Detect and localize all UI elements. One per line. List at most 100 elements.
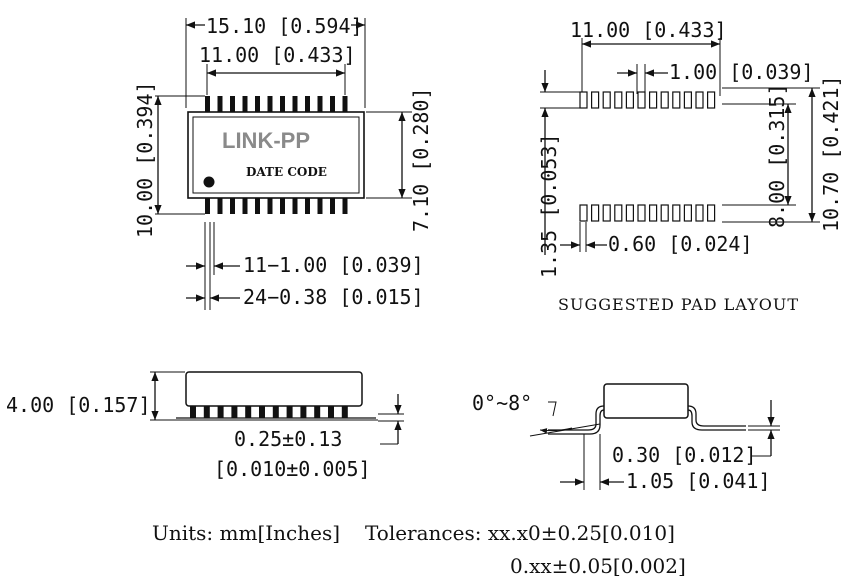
bottom-pin	[317, 198, 323, 214]
pad-width-label: 0.60 [0.024]	[608, 232, 753, 256]
top-pad	[602, 91, 611, 109]
body-width-label: 7.10 [0.280]	[409, 88, 433, 233]
side-pin	[190, 406, 196, 418]
top-pin	[255, 96, 260, 112]
bottom-pad	[637, 204, 646, 222]
bottom-pad	[672, 204, 681, 222]
bottom-pad	[706, 204, 716, 222]
bottom-pin	[205, 198, 210, 214]
lead-width-label: 24−0.38 [0.015]	[243, 285, 424, 309]
bottom-pin	[242, 198, 248, 214]
side-pin	[259, 406, 265, 418]
side-view: 4.00 [0.157] 0.25±0.13 [0.010±0.005]	[6, 371, 404, 481]
inner-spacing-label: 8.00 [0.315]	[765, 84, 789, 229]
side-pin	[341, 406, 348, 418]
pad-pitch-label: 1.00 [0.039]	[669, 60, 814, 84]
bottom-pin	[217, 198, 223, 214]
tolerance-note-1: Tolerances: xx.x0±0.25[0.010]	[365, 521, 675, 545]
bottom-pin	[292, 198, 298, 214]
top-pin	[267, 96, 273, 112]
bottom-pad-row	[579, 204, 716, 222]
bottom-pad	[579, 204, 588, 222]
foot-length-label: 1.05 [0.041]	[626, 469, 771, 493]
top-pad	[637, 91, 646, 109]
top-view: 15.10 [0.594] 11.00 [0.433] LINK-PP DATE…	[133, 14, 433, 310]
standoff-inch-label: [0.010±0.005]	[214, 457, 371, 481]
notes: Units: mm[Inches] Tolerances: xx.x0±0.25…	[152, 521, 686, 578]
side-pin	[314, 406, 321, 418]
top-pad	[695, 91, 704, 109]
top-pad-row	[579, 91, 716, 109]
bottom-pad	[614, 204, 623, 222]
bottom-pad	[660, 204, 669, 222]
brand-marking: LINK-PP	[222, 128, 310, 153]
top-pin	[242, 96, 248, 112]
top-pad	[590, 91, 600, 109]
outer-spacing-label: 10.70 [0.421]	[819, 75, 843, 232]
bottom-pin	[255, 198, 260, 214]
units-note: Units: mm[Inches]	[152, 521, 340, 545]
pad-layout-view: 11.00 [0.433] 1.00 [0.039] 1.35 [0.053] …	[537, 18, 843, 314]
top-pad	[648, 91, 658, 109]
top-pad	[625, 91, 635, 109]
side-body	[185, 371, 363, 407]
bottom-pad	[695, 204, 704, 222]
pin-span-label: 11.00 [0.433]	[199, 43, 356, 67]
height-label: 4.00 [0.157]	[6, 393, 151, 417]
date-code-marking: DATE CODE	[246, 165, 327, 179]
bottom-pad	[683, 204, 693, 222]
bottom-pin	[305, 198, 310, 214]
overall-width-label: 10.00 [0.394]	[133, 81, 157, 238]
tolerance-note-2: 0.xx±0.05[0.002]	[510, 554, 686, 578]
side-pin	[286, 406, 293, 418]
side-pin	[217, 406, 224, 418]
end-view: 0°~8° 0.30 [0.012] 1.05 [0.041]	[472, 383, 780, 493]
top-pin	[205, 96, 210, 112]
bottom-pin	[342, 198, 348, 214]
bottom-pad	[625, 204, 635, 222]
top-pin	[217, 96, 223, 112]
top-pin	[317, 96, 323, 112]
bottom-pin	[280, 198, 285, 214]
overall-length-label: 15.10 [0.594]	[206, 14, 363, 38]
pad-length-label: 1.35 [0.053]	[537, 134, 561, 279]
pad-layout-caption: SUGGESTED PAD LAYOUT	[558, 295, 799, 314]
bottom-pad	[648, 204, 658, 222]
top-pin-row	[205, 96, 348, 112]
package-body-outer	[187, 111, 365, 199]
pin1-indicator-dot	[203, 176, 215, 188]
side-pins	[190, 406, 348, 418]
lead-thickness-label: 0.30 [0.012]	[612, 443, 757, 467]
top-pad	[706, 91, 716, 109]
top-pad	[683, 91, 693, 109]
pitch-label: 11−1.00 [0.039]	[243, 253, 424, 277]
package-body-inner	[192, 116, 360, 194]
end-body	[603, 383, 689, 419]
side-pin	[272, 406, 279, 418]
top-pin	[330, 96, 335, 112]
side-pin	[231, 406, 238, 418]
top-pin	[292, 96, 298, 112]
top-pin	[280, 96, 285, 112]
side-pin	[328, 406, 334, 418]
top-pad	[660, 91, 669, 109]
bottom-pin	[267, 198, 273, 214]
top-pin	[305, 96, 310, 112]
top-pin	[230, 96, 235, 112]
bottom-pin	[230, 198, 235, 214]
side-pin	[203, 406, 210, 418]
bottom-pad	[602, 204, 611, 222]
bottom-pin	[330, 198, 335, 214]
side-pin	[300, 406, 307, 418]
bottom-pin-row	[205, 198, 348, 214]
standoff-mm-label: 0.25±0.13	[234, 427, 342, 451]
side-pin	[245, 406, 252, 418]
top-pad	[614, 91, 623, 109]
top-pad	[672, 91, 681, 109]
pad-span-label: 11.00 [0.433]	[570, 18, 727, 42]
left-gull-wing-lead	[548, 405, 605, 431]
angle-label: 0°~8°	[472, 391, 532, 415]
top-pin	[342, 96, 348, 112]
bottom-pad	[590, 204, 600, 222]
